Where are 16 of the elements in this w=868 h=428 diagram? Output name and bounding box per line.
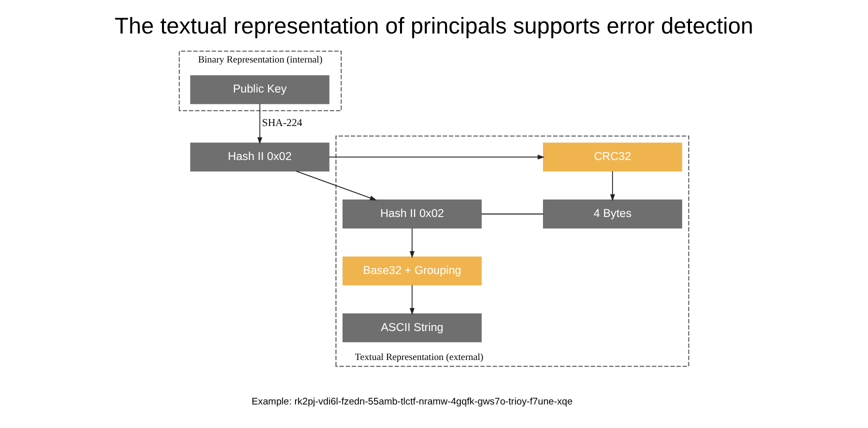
arrow (257, 103, 262, 144)
node-box: CRC32 (542, 142, 682, 172)
label: Example: rk2pj-vdi6l-fzedn-55amb-tlctf-nramw-4gqfk-gws7o-trioy-f7une-xqe (252, 396, 573, 408)
node-box: Public Key (190, 75, 330, 104)
arrow (410, 228, 415, 258)
arrow (610, 170, 616, 202)
arrow (410, 284, 415, 316)
node-box: ASCII String (342, 313, 482, 342)
node-box: 4 Bytes (542, 200, 682, 228)
node-box: Hash II 0x02 (342, 200, 482, 228)
arrow (296, 170, 377, 200)
node-box: Hash II 0x02 (190, 142, 330, 172)
diagram-title: The textual representation of principals supports error detection (114, 12, 754, 39)
edge-label: SHA-224 (262, 118, 302, 130)
node-box: Base32 + Grouping (342, 256, 482, 286)
arrow (328, 154, 545, 160)
